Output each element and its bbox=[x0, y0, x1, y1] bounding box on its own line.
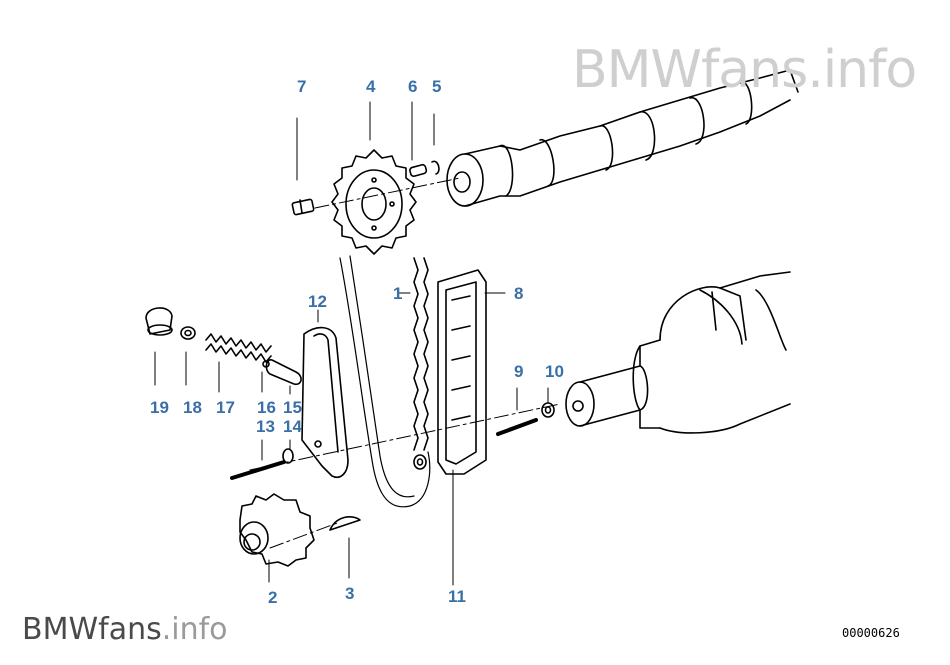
crankshaft-sprocket bbox=[239, 493, 315, 567]
guide-bushing bbox=[413, 454, 427, 470]
callout-1: 1 bbox=[393, 284, 403, 303]
camshaft-bolt bbox=[291, 198, 315, 216]
timing-chain bbox=[339, 255, 431, 508]
callout-12: 12 bbox=[308, 292, 327, 311]
callout-4: 4 bbox=[366, 77, 376, 96]
callout-11: 11 bbox=[448, 587, 466, 606]
callout-14: 14 bbox=[283, 417, 302, 436]
camshaft-sprocket bbox=[331, 149, 417, 255]
callout-17: 17 bbox=[216, 398, 235, 417]
callout-3: 3 bbox=[345, 584, 355, 603]
callout-5: 5 bbox=[432, 77, 442, 96]
leader-lines bbox=[154, 101, 549, 586]
guide-rail bbox=[437, 269, 487, 475]
callout-9: 9 bbox=[514, 362, 524, 381]
callout-19: 19 bbox=[150, 398, 169, 417]
camshaft bbox=[446, 69, 799, 207]
crankshaft bbox=[565, 271, 791, 434]
watermark-top: BMWfans.info bbox=[572, 40, 917, 100]
callout-18: 18 bbox=[183, 398, 202, 417]
woodruff-key bbox=[329, 516, 361, 531]
tensioner-rail bbox=[301, 326, 349, 478]
callout-2: 2 bbox=[268, 588, 278, 607]
callout-8: 8 bbox=[514, 284, 524, 303]
callout-7: 7 bbox=[297, 77, 307, 96]
diagram-part-number: 00000626 bbox=[842, 626, 900, 640]
axis-lines bbox=[249, 177, 561, 549]
tensioner-assembly bbox=[145, 307, 302, 480]
lock-clip bbox=[431, 160, 440, 175]
callout-10: 10 bbox=[545, 362, 564, 381]
callout-6: 6 bbox=[408, 77, 418, 96]
callout-13: 13 bbox=[256, 417, 275, 436]
watermark-bottom: BMWfans.info bbox=[22, 612, 228, 647]
dowel-pin bbox=[409, 163, 428, 178]
callout-15: 15 bbox=[283, 398, 302, 417]
callout-16: 16 bbox=[257, 398, 276, 417]
guide-pin bbox=[496, 402, 555, 436]
